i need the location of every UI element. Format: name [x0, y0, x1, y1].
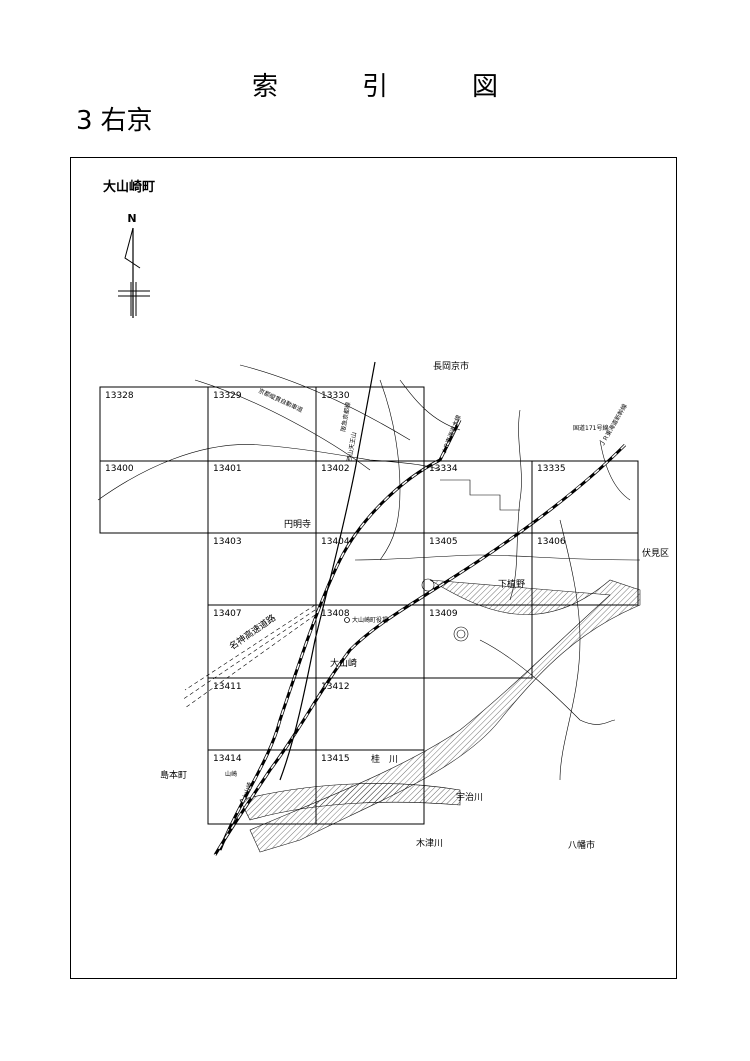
page-title: 索引図 — [0, 66, 750, 103]
sheet-13411[interactable]: 13411 — [213, 682, 242, 692]
label-nagaokakyo: 長岡京市 — [433, 360, 469, 372]
hankyu-line — [279, 361, 376, 781]
sheet-13406[interactable]: 13406 — [537, 537, 566, 547]
sheet-13412[interactable]: 13412 — [321, 682, 350, 692]
label-enmyoji: 円明寺 — [284, 519, 311, 530]
meishin-expressway — [181, 604, 316, 709]
sheet-grid — [99, 386, 639, 825]
sheet-13414[interactable]: 13414 — [213, 754, 242, 764]
jr-tokaido-line — [218, 419, 462, 851]
jr-shinkansen-line — [213, 443, 627, 856]
sheet-13403[interactable]: 13403 — [213, 537, 242, 547]
sheet-13335[interactable]: 13335 — [537, 464, 566, 474]
sheet-13405[interactable]: 13405 — [429, 537, 458, 547]
sheet-13415[interactable]: 13415 — [321, 754, 350, 764]
north-arrow-icon: N — [118, 212, 150, 318]
label-ujigawa: 宇治川 — [456, 791, 483, 803]
rivers — [239, 579, 641, 853]
sheet-13408[interactable]: 13408 — [321, 609, 350, 619]
label-town-office: 大山崎町役場 — [352, 616, 388, 624]
sheet-13334[interactable]: 13334 — [429, 464, 458, 474]
label-route171: 国道171号線 — [573, 424, 608, 432]
section-name: 右京 — [100, 106, 153, 136]
sheet-13328[interactable]: 13328 — [105, 391, 134, 401]
label-hankyu: 阪急京都線 — [339, 401, 352, 432]
label-shimouemino: 下植野 — [498, 578, 525, 590]
sheet-13329[interactable]: 13329 — [213, 391, 242, 401]
label-katsuragawa: 桂 川 — [371, 753, 398, 765]
sheet-13407[interactable]: 13407 — [213, 609, 242, 619]
sheet-13402[interactable]: 13402 — [321, 464, 350, 474]
section-number: 3 — [76, 106, 93, 136]
sheet-13409[interactable]: 13409 — [429, 609, 458, 619]
town-office-icon — [344, 617, 350, 623]
roads — [97, 364, 641, 781]
sheet-labels: 13328 13329 13330 13400 13401 13402 1333… — [105, 391, 566, 764]
sheet-13400[interactable]: 13400 — [105, 464, 134, 474]
map-frame — [70, 157, 677, 979]
label-shimamoto: 島本町 — [160, 769, 187, 781]
title-char-2: 引 — [361, 72, 388, 102]
label-yawata: 八幡市 — [568, 839, 595, 851]
north-label: N — [127, 212, 136, 225]
label-yamazaki-station: 山崎 — [225, 770, 237, 778]
sheet-13404[interactable]: 13404 — [321, 537, 350, 547]
title-char-1: 索 — [251, 72, 278, 102]
label-oyamazaki: 大山崎 — [330, 657, 357, 669]
label-kyoto-jukan: 京都縦貫自動車道 — [257, 387, 304, 415]
label-kizugawa: 木津川 — [416, 837, 443, 849]
title-char-3: 図 — [472, 72, 499, 102]
area-name: 大山崎町 — [103, 180, 156, 195]
interchange — [421, 578, 469, 642]
label-jr-tokaido: ＪＲ東海道本線 — [439, 414, 462, 456]
label-fushimi: 伏見区 — [642, 547, 669, 559]
sheet-13330[interactable]: 13330 — [321, 391, 350, 401]
sheet-13401[interactable]: 13401 — [213, 464, 242, 474]
